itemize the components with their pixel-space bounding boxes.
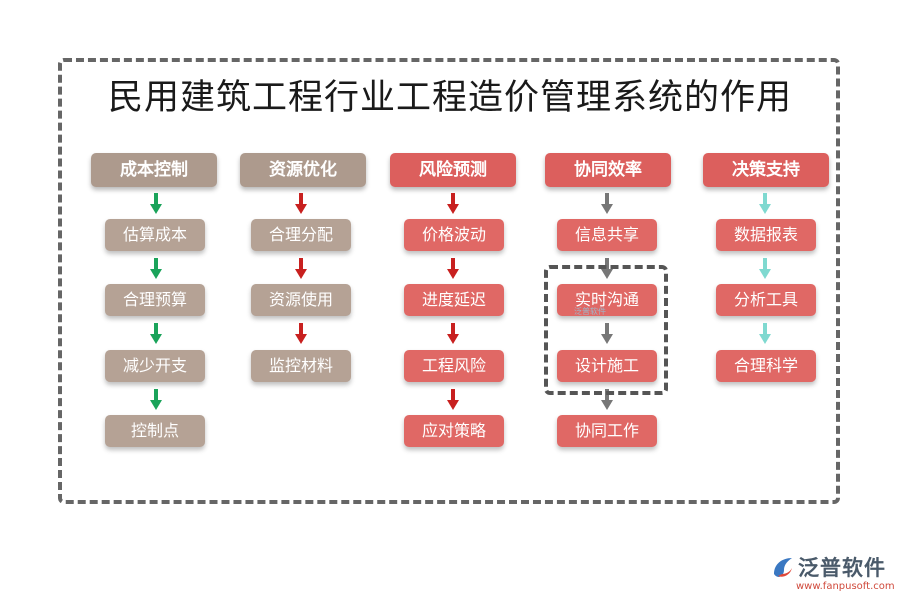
node-estimate-cost: 估算成本 <box>105 219 205 251</box>
logo-url: www.fanpusoft.com <box>796 581 895 592</box>
node-resource-usage: 资源使用 <box>251 284 351 316</box>
node-price-fluctuation: 价格波动 <box>404 219 504 251</box>
arrow-down-icon <box>150 193 162 214</box>
arrow-down-icon <box>447 389 459 410</box>
header-collaboration-efficiency: 协同效率 <box>545 153 671 187</box>
header-risk-prediction: 风险预测 <box>390 153 516 187</box>
arrow-down-icon <box>601 258 613 279</box>
header-cost-control: 成本控制 <box>91 153 217 187</box>
arrow-down-icon <box>759 323 771 344</box>
arrow-down-icon <box>759 193 771 214</box>
brand-logo: 泛普软件 www.fanpusoft.com <box>770 552 895 596</box>
arrow-down-icon <box>150 258 162 279</box>
node-design-construction: 设计施工 <box>557 350 657 382</box>
node-analysis-tools: 分析工具 <box>716 284 816 316</box>
diagram-title: 民用建筑工程行业工程造价管理系统的作用 <box>107 78 792 118</box>
arrow-down-icon <box>447 323 459 344</box>
outer-dashed-frame <box>58 58 840 504</box>
node-reduce-expense: 减少开支 <box>105 350 205 382</box>
node-control-point: 控制点 <box>105 415 205 447</box>
node-scientific-decision: 合理科学 <box>716 350 816 382</box>
node-schedule-delay: 进度延迟 <box>404 284 504 316</box>
logo-name: 泛普软件 <box>798 556 886 580</box>
watermark-text: 泛普软件 <box>574 307 606 316</box>
header-decision-support: 决策支持 <box>703 153 829 187</box>
arrow-down-icon <box>150 323 162 344</box>
node-engineering-risk: 工程风险 <box>404 350 504 382</box>
node-response-strategy: 应对策略 <box>404 415 504 447</box>
node-reasonable-budget: 合理预算 <box>105 284 205 316</box>
arrow-down-icon <box>295 323 307 344</box>
node-allocation: 合理分配 <box>251 219 351 251</box>
arrow-down-icon <box>447 193 459 214</box>
node-realtime-communication: 实时沟通 <box>557 284 657 316</box>
arrow-down-icon <box>295 258 307 279</box>
highlight-dashed-box <box>544 265 668 395</box>
arrow-down-icon <box>601 323 613 344</box>
node-monitor-material: 监控材料 <box>251 350 351 382</box>
node-info-sharing: 信息共享 <box>557 219 657 251</box>
header-resource-optimization: 资源优化 <box>240 153 366 187</box>
fanpu-logo-icon <box>774 558 792 577</box>
arrow-down-icon <box>601 389 613 410</box>
node-collaborative-work: 协同工作 <box>557 415 657 447</box>
arrow-down-icon <box>295 193 307 214</box>
arrow-down-icon <box>759 258 771 279</box>
arrow-down-icon <box>601 193 613 214</box>
node-data-report: 数据报表 <box>716 219 816 251</box>
arrow-down-icon <box>447 258 459 279</box>
arrow-down-icon <box>150 389 162 410</box>
